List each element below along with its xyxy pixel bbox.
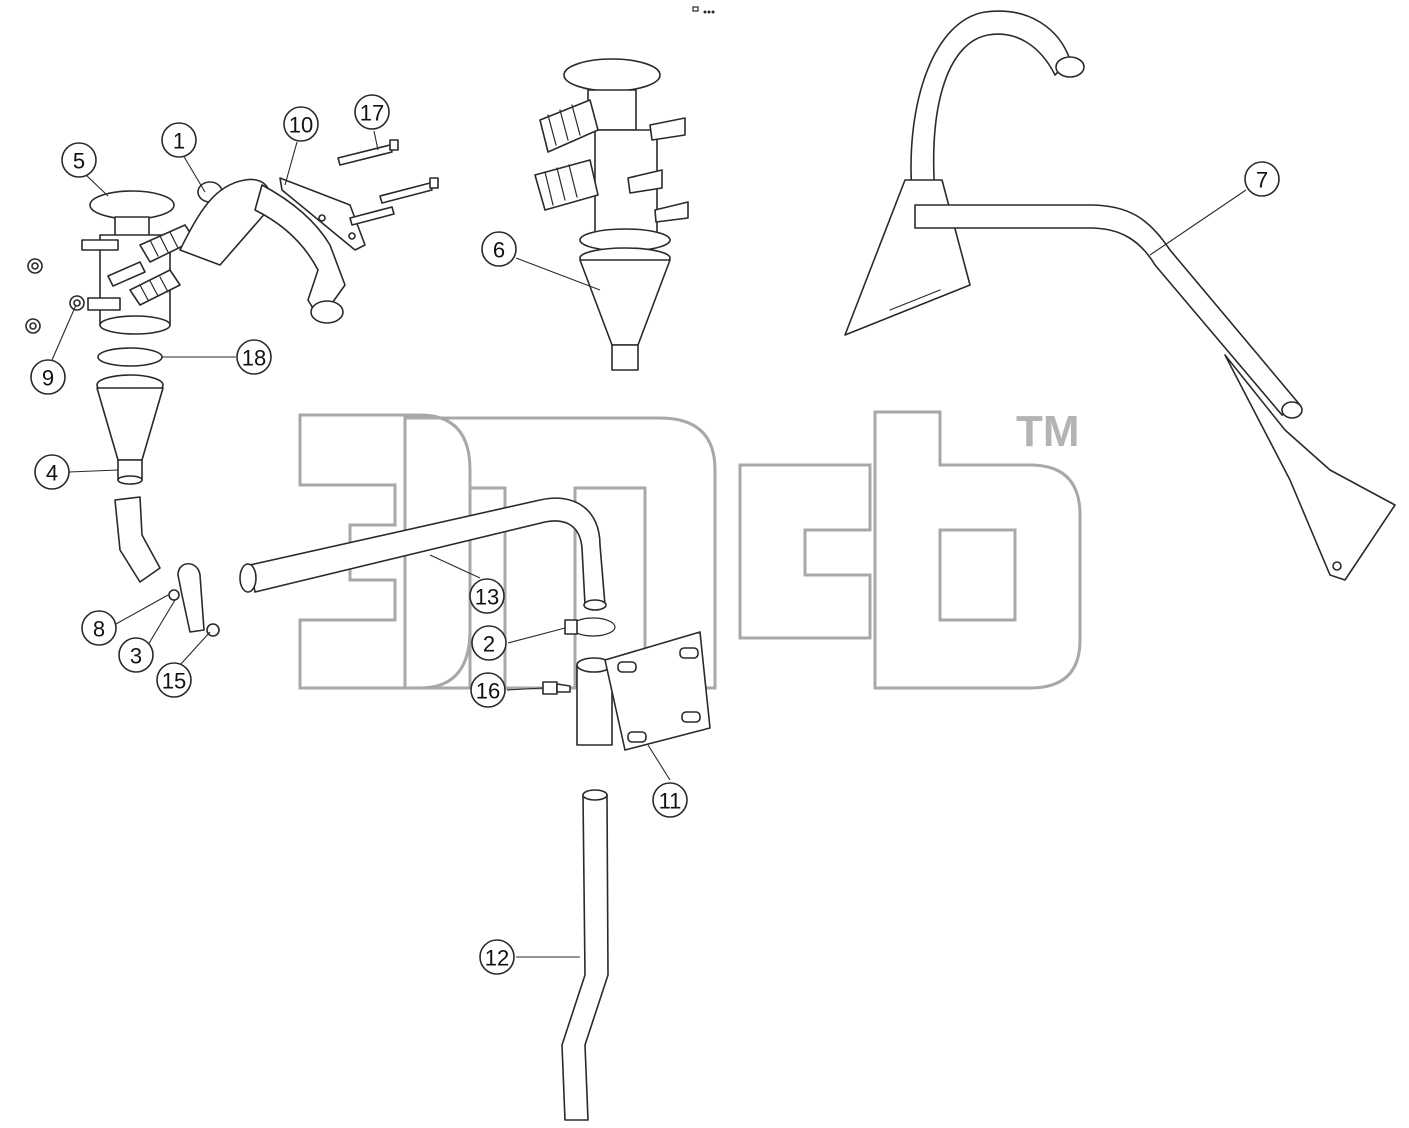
- part-3-clamp: [168, 562, 220, 637]
- callout-10: 10: [283, 106, 319, 142]
- part-18-seal: [97, 347, 163, 367]
- svg-text:16: 16: [476, 679, 500, 704]
- part-13-bent-pipe: [239, 497, 607, 611]
- callout-7: 7: [1244, 161, 1280, 197]
- watermark-letter-2: [403, 416, 717, 690]
- watermark-letter-3: [738, 463, 872, 640]
- part-1-valve-body: [81, 181, 223, 335]
- callout-8: 8: [81, 610, 117, 646]
- part-5-cap: [89, 190, 175, 240]
- watermark-logo: TM: [298, 407, 1082, 690]
- svg-text:11: 11: [659, 789, 682, 814]
- callout-1: 1: [161, 122, 197, 158]
- callout-3: 3: [118, 637, 154, 673]
- part-2-hose-clamp: [564, 617, 616, 637]
- callout-13: 13: [469, 578, 505, 614]
- callout-4: 4: [34, 454, 70, 490]
- watermark-letter-4: [873, 410, 1082, 690]
- watermark-tm: TM: [1016, 407, 1080, 456]
- part-7-long-pipe: [844, 10, 1396, 581]
- svg-text:13: 13: [475, 585, 499, 610]
- leader-lines: [51, 130, 1247, 958]
- part-12-pipe-end: [582, 789, 608, 801]
- callout-18: 18: [236, 339, 272, 375]
- svg-text:8: 8: [93, 617, 105, 642]
- svg-text:2: 2: [483, 632, 495, 657]
- svg-text:12: 12: [485, 946, 509, 971]
- callout-15: 15: [156, 662, 192, 698]
- svg-text:3: 3: [130, 644, 142, 669]
- part-4-funnel: [96, 374, 164, 485]
- callout-16: 16: [470, 672, 506, 708]
- part-6-valve-assembly: [534, 58, 689, 371]
- part-10-pipe-bracket: [179, 177, 366, 324]
- callout-2: 2: [471, 625, 507, 661]
- callout-11: 11: [652, 782, 688, 818]
- callout-12: 12: [479, 939, 515, 975]
- svg-text:15: 15: [162, 669, 186, 694]
- part-17-bolts: [337, 139, 439, 226]
- callout-5: 5: [61, 142, 97, 178]
- svg-text:6: 6: [493, 238, 505, 263]
- callout-6: 6: [481, 231, 517, 267]
- callout-9: 9: [30, 359, 66, 395]
- svg-text:17: 17: [360, 101, 384, 126]
- svg-text:18: 18: [242, 346, 266, 371]
- header-mark-icon: [692, 6, 715, 14]
- svg-text:4: 4: [46, 461, 58, 486]
- part-12-vertical-pipe: [561, 794, 609, 1121]
- part-11-mount-bracket: [542, 631, 711, 751]
- svg-text:9: 9: [42, 366, 54, 391]
- svg-text:1: 1: [173, 129, 185, 154]
- part-9-nuts: [25, 258, 85, 334]
- svg-text:10: 10: [289, 113, 313, 138]
- svg-text:5: 5: [73, 149, 85, 174]
- watermark-letter-1: [298, 413, 472, 690]
- part-elbow-hose: [114, 496, 161, 583]
- callout-17: 17: [354, 94, 390, 130]
- svg-text:7: 7: [1256, 168, 1268, 193]
